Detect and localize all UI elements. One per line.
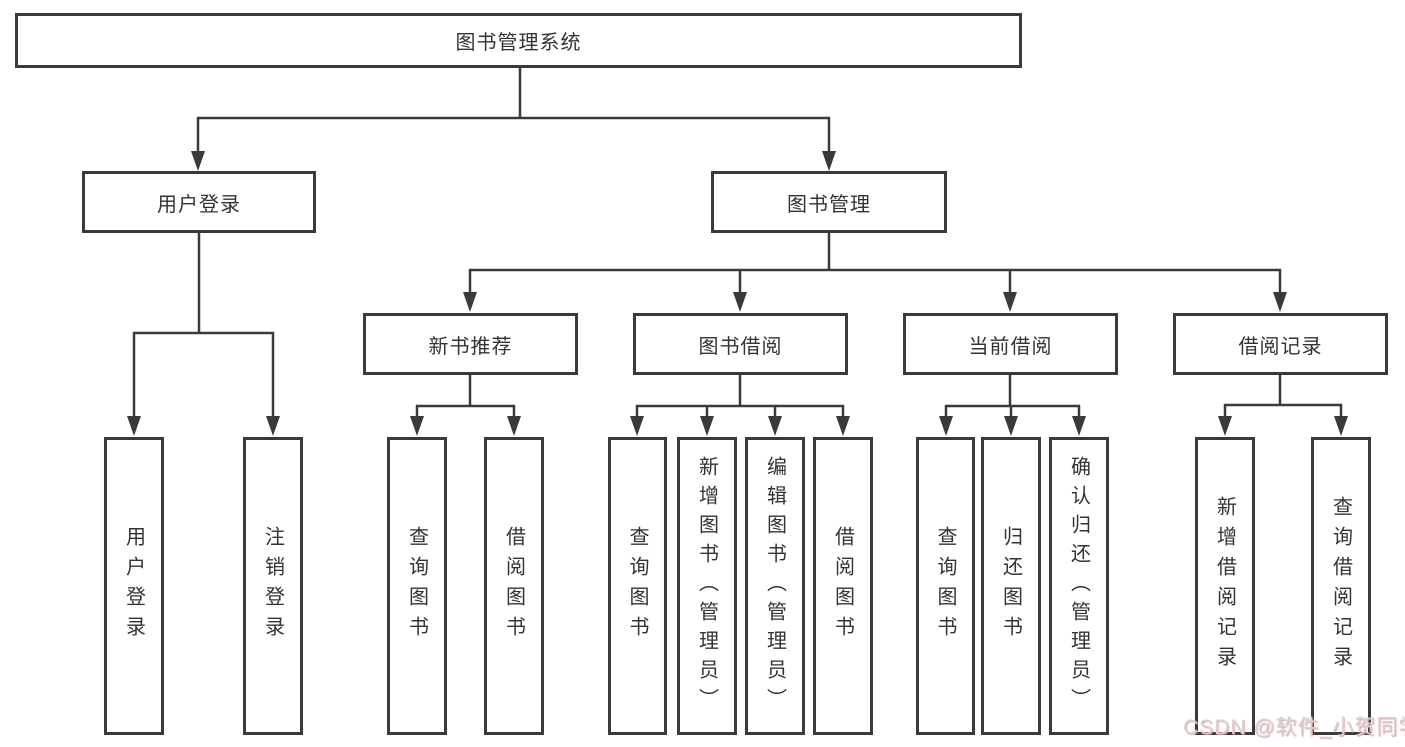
- node-leaf-logout: 注销登录: [243, 437, 303, 735]
- node-current-borrow: 当前借阅: [903, 313, 1118, 375]
- node-new-book-recommend: 新书推荐: [363, 313, 578, 375]
- node-leaf-borrow-book: 借阅图书: [813, 437, 873, 735]
- node-book-management-label: 图书管理: [787, 193, 871, 216]
- node-leaf-query-borrow-record-label: 查询借阅记录: [1329, 496, 1352, 676]
- node-borrow-record: 借阅记录: [1173, 313, 1388, 375]
- node-user-login: 用户登录: [82, 171, 316, 233]
- node-leaf-query-book-current: 查询图书: [916, 437, 975, 735]
- node-root-label: 图书管理系统: [455, 32, 582, 54]
- node-book-borrow: 图书借阅: [633, 313, 848, 375]
- node-leaf-edit-book-admin: 编辑图书（管理员）: [745, 437, 805, 735]
- node-leaf-add-borrow-record: 新增借阅记录: [1195, 437, 1255, 735]
- node-current-borrow-label: 当前借阅: [968, 335, 1053, 358]
- node-leaf-return-book: 归还图书: [981, 437, 1041, 735]
- node-new-book-recommend-label: 新书推荐: [428, 335, 513, 358]
- node-leaf-query-borrow-record: 查询借阅记录: [1311, 437, 1371, 735]
- node-borrow-record-label: 借阅记录: [1238, 335, 1323, 358]
- node-leaf-return-book-label: 归还图书: [999, 526, 1022, 646]
- node-leaf-user-login-label: 用户登录: [122, 526, 145, 646]
- node-root: 图书管理系统: [15, 13, 1022, 68]
- node-leaf-logout-label: 注销登录: [261, 526, 284, 646]
- node-leaf-query-book-borrow-label: 查询图书: [626, 526, 648, 646]
- node-leaf-borrow-book-rec-label: 借阅图书: [502, 526, 525, 646]
- node-leaf-query-book-rec-label: 查询图书: [405, 526, 428, 646]
- node-leaf-add-book-admin-label: 新增图书（管理员）: [695, 455, 718, 717]
- node-leaf-add-book-admin: 新增图书（管理员）: [677, 437, 737, 735]
- node-leaf-query-book-rec: 查询图书: [387, 437, 447, 735]
- node-leaf-edit-book-admin-label: 编辑图书（管理员）: [763, 455, 786, 717]
- node-leaf-confirm-return-admin: 确认归还（管理员）: [1049, 437, 1109, 735]
- node-book-management: 图书管理: [711, 171, 947, 233]
- node-book-borrow-label: 图书借阅: [698, 335, 783, 358]
- node-user-login-label: 用户登录: [157, 193, 241, 216]
- node-leaf-borrow-book-rec: 借阅图书: [484, 437, 544, 735]
- node-leaf-confirm-return-admin-label: 确认归还（管理员）: [1067, 455, 1090, 717]
- node-leaf-user-login: 用户登录: [104, 437, 164, 735]
- node-leaf-add-borrow-record-label: 新增借阅记录: [1213, 496, 1236, 676]
- node-leaf-borrow-book-label: 借阅图书: [831, 526, 854, 646]
- csdn-watermark: CSDN @软件_小贺同学: [1183, 716, 1405, 739]
- node-leaf-query-book-borrow: 查询图书: [608, 437, 667, 735]
- node-leaf-query-book-current-label: 查询图书: [934, 526, 956, 646]
